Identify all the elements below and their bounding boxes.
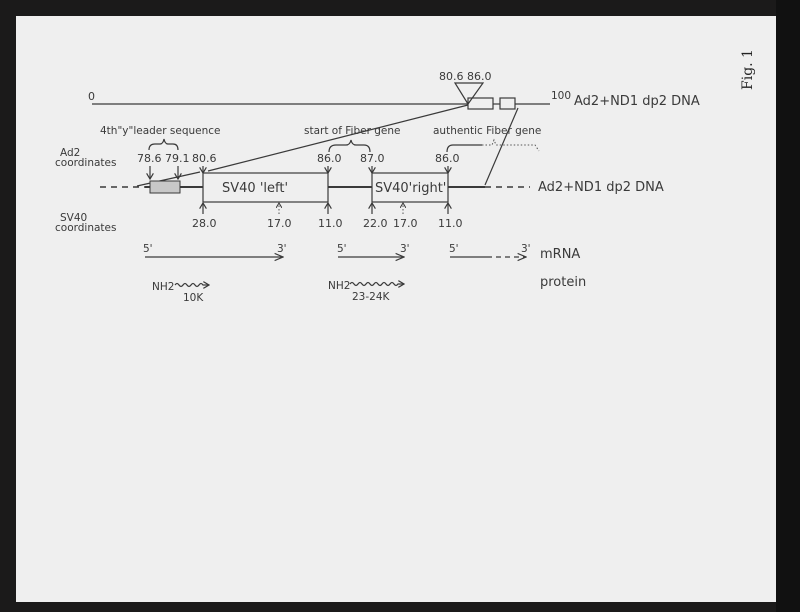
connector-right [484, 107, 519, 186]
five-prime: 5' [337, 243, 347, 255]
map-end: 100 [551, 90, 571, 102]
top-dna-label: Ad2+ND1 dp2 DNA [574, 94, 700, 109]
sv40-coord: 22.0 [363, 217, 388, 230]
authentic-fiber-brace [446, 144, 482, 153]
three-prime: 3' [521, 243, 531, 255]
sv40-coord: 11.0 [318, 217, 343, 230]
insert-box-2 [499, 97, 516, 110]
mrna-label: mRNA [540, 247, 580, 262]
n-terminus: NH2 [152, 281, 174, 293]
middle-dna-label: Ad2+ND1 dp2 DNA [538, 180, 664, 195]
sv40-coord: 28.0 [192, 217, 217, 230]
ad2-coord: 86.0 [317, 152, 342, 165]
map-start: 0 [88, 90, 95, 103]
ad2-coord: 80.6 [192, 152, 217, 165]
five-prime: 5' [449, 243, 459, 255]
handwritten-figure-label: Fig. 1 [740, 49, 756, 90]
sv40-coord: 17.0 [267, 217, 292, 230]
n-terminus: NH2 [328, 280, 350, 292]
ad2-coord: 87.0 [360, 152, 385, 165]
protein-size: 10K [183, 292, 204, 304]
five-prime: 5' [143, 243, 153, 255]
sv40-label: SV40 [60, 212, 87, 224]
protein-wave [349, 283, 404, 286]
start-fiber-brace [328, 139, 371, 153]
recombinant-dna-map: SV40 'left' SV40'right' Ad2+ND1 dp2 DNA [100, 172, 664, 203]
sv40-coord: 17.0 [393, 217, 418, 230]
connector-leader [136, 171, 201, 187]
sv40-coord: 11.0 [438, 217, 463, 230]
insert-left-coord: 80.6 [439, 70, 464, 83]
insert-right-coord: 86.0 [467, 70, 492, 83]
leader-brace [148, 138, 179, 151]
sv40-left-label: SV40 'left' [222, 181, 288, 196]
scan-border [776, 0, 800, 612]
insertion-triangle [453, 82, 485, 106]
connector-left [207, 104, 469, 172]
sv40-label-2: coordinates [55, 222, 116, 234]
protein-label: protein [540, 275, 586, 290]
leader-box [149, 180, 181, 194]
top-genome-map: 0 80.6 86.0 100 Ad2+ND1 dp2 DNA [88, 70, 700, 110]
authentic-fiber-label: authentic Fiber gene [433, 125, 541, 137]
protein-size: 23-24K [352, 291, 391, 303]
ad2-coord: 79.1 [165, 152, 190, 165]
ad2-coord: 86.0 [435, 152, 460, 165]
three-prime: 3' [277, 243, 287, 255]
ad2-label: Ad2 [60, 147, 80, 159]
sv40-coordinates: 28.0 17.0 11.0 22.0 17.0 11.0 [192, 203, 463, 230]
mrna-row: 5' 3' 5' 3' 5' 3' mRNA [143, 243, 580, 262]
three-prime: 3' [400, 243, 410, 255]
paper-sheet [16, 16, 776, 602]
ad2-label-2: coordinates [55, 157, 116, 169]
protein-wave [174, 284, 209, 287]
start-fiber-label: start of Fiber gene [304, 125, 400, 137]
ad2-coordinates: 78.6 79.1 80.6 86.0 87.0 86.0 [137, 152, 460, 179]
protein-row: NH2 10K NH2 23-24K protein [152, 275, 586, 304]
sv40-right-label: SV40'right' [375, 181, 446, 196]
ad2-coord: 78.6 [137, 152, 162, 165]
leader-label: 4th"y"leader sequence [100, 125, 221, 137]
